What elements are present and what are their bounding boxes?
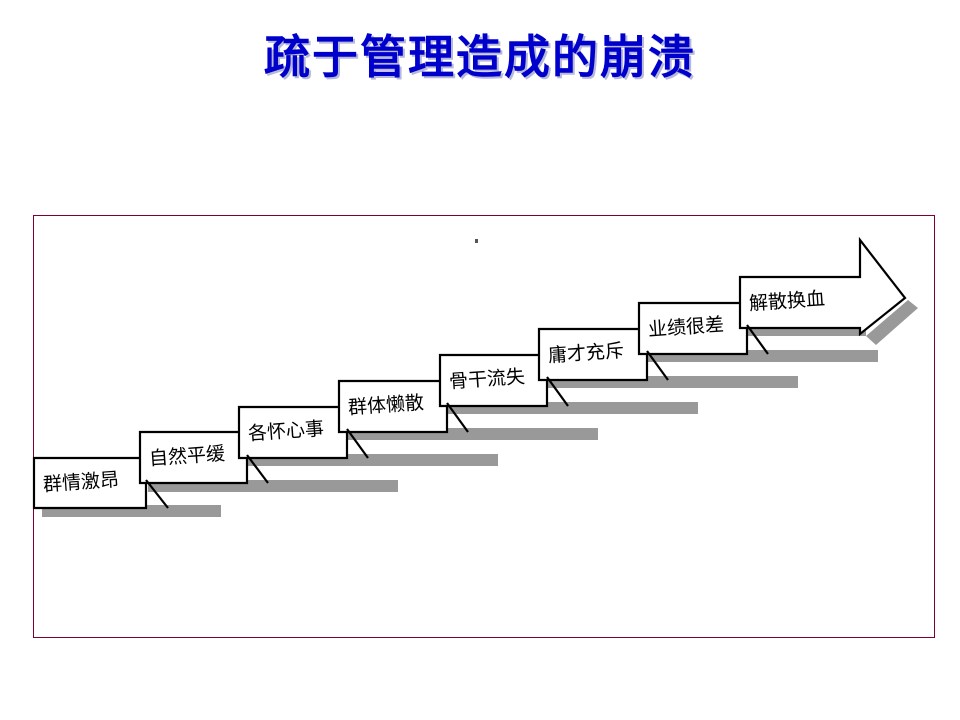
step-label-8: 解散换血 [748, 287, 826, 315]
page-title: 疏于管理造成的崩溃 [264, 30, 696, 84]
step-label-4: 群体懒散 [347, 391, 425, 419]
step-label-6: 庸才充斥 [547, 339, 625, 367]
step-label-2: 自然平缓 [148, 442, 226, 470]
step-label-5: 骨干流失 [448, 365, 526, 393]
step-label-7: 业绩很差 [647, 313, 725, 341]
step-label-3: 各怀心事 [247, 417, 325, 445]
step-label-1: 群情激昂 [42, 468, 120, 496]
diagram-frame [33, 215, 935, 638]
